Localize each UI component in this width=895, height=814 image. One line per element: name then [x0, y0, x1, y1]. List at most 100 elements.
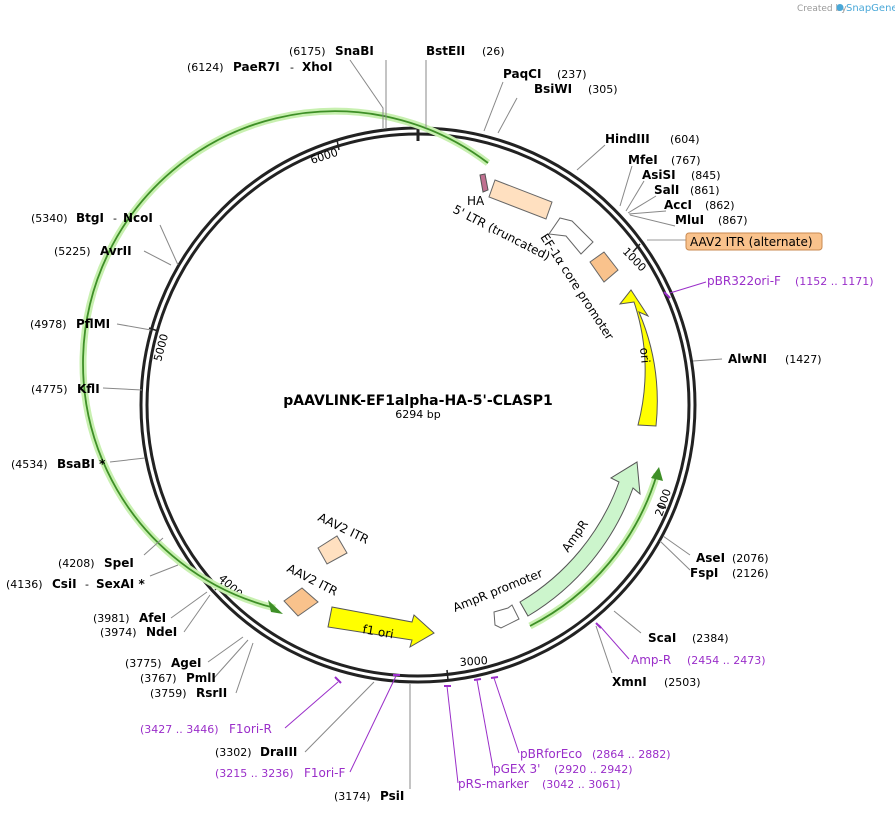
feature-5-ltr-truncated[interactable]	[488, 179, 553, 220]
primer-range: (1152 .. 1171)	[795, 275, 874, 288]
site-pos: (862)	[705, 199, 735, 212]
feature-ef1a-promoter[interactable]	[548, 217, 594, 255]
tick-label-3000: 3000	[459, 654, 488, 669]
site-psii[interactable]: (3174) PsiI	[334, 789, 404, 803]
primer-range: (2454 .. 2473)	[687, 654, 766, 667]
site-name: DraIII	[260, 745, 297, 759]
primer-name: F1ori-F	[304, 766, 345, 780]
site-snabi[interactable]: (6175) SnaBI	[289, 44, 374, 58]
tick-mark	[336, 139, 340, 151]
site-bsteii[interactable]: BstEII (26)	[426, 44, 505, 58]
site-hindiii[interactable]: HindIII (604)	[605, 132, 700, 146]
primer-range: (3042 .. 3061)	[542, 778, 621, 791]
site-ndei[interactable]: (3974) NdeI	[100, 625, 177, 639]
snapgene-brand: SnapGene	[846, 3, 895, 14]
site-name: PaqCI	[503, 67, 541, 81]
site-alwni[interactable]: AlwNI (1427)	[728, 352, 822, 366]
site-name: SnaBI	[335, 44, 374, 58]
primer-range: (2864 .. 2882)	[592, 748, 671, 761]
feature-label-f1-ori: f1 ori	[361, 622, 394, 641]
feature-ori[interactable]	[618, 289, 658, 427]
site-pos: (26)	[482, 45, 505, 58]
site-name: ScaI	[648, 631, 676, 645]
primer-pgex3[interactable]: pGEX 3' (2920 .. 2942)	[493, 762, 633, 776]
primer-amp-r[interactable]: Amp-R (2454 .. 2473)	[631, 653, 766, 667]
orf-arc-small	[528, 467, 663, 630]
site-pmli[interactable]: (3767) PmlI	[140, 671, 216, 685]
site-pos: (4978)	[30, 318, 67, 331]
site-scai[interactable]: ScaI (2384)	[648, 631, 729, 645]
primer-name: Amp-R	[631, 653, 671, 667]
site-name: PflMI	[76, 317, 110, 331]
site-pos: (2384)	[692, 632, 729, 645]
feature-ha[interactable]	[479, 173, 489, 193]
primer-name: pBR322ori-F	[707, 274, 781, 288]
primer-pbrforeco[interactable]: pBRforEco (2864 .. 2882)	[520, 747, 671, 761]
feature-ampr[interactable]	[519, 461, 641, 617]
site-asisi[interactable]: AsiSI (845)	[642, 168, 721, 182]
feature-label-ha: HA	[467, 194, 485, 208]
site-pos: (845)	[691, 169, 721, 182]
site-pos: (5340)	[31, 212, 68, 225]
site-pflmi[interactable]: (4978) PflMI	[30, 317, 110, 331]
site-name: AfeI	[139, 611, 166, 625]
site-pos: (2503)	[664, 676, 701, 689]
site-mlui[interactable]: MluI (867)	[675, 213, 748, 227]
site-draiii[interactable]: (3302) DraIII	[215, 745, 297, 759]
site-btgi-ncoi[interactable]: (5340) BtgI - NcoI	[31, 211, 153, 225]
site-mfei[interactable]: MfeI (767)	[628, 153, 701, 167]
feature-label-aav2-itr-alternate: AAV2 ITR (alternate)	[690, 235, 813, 249]
site-sali[interactable]: SalI (861)	[654, 183, 720, 197]
site-pos: (767)	[671, 154, 701, 167]
site-bsiwi[interactable]: BsiWI (305)	[534, 82, 618, 96]
site-kfli[interactable]: (4775) KflI	[31, 382, 100, 396]
site-name: BtgI	[76, 211, 104, 225]
site-pos: (3302)	[215, 746, 252, 759]
tick-mark	[148, 327, 159, 332]
site-rsrii[interactable]: (3759) RsrII	[150, 686, 227, 700]
site-asei[interactable]: AseI (2076)	[696, 551, 769, 565]
plasmid-size: 6294 bp	[395, 408, 440, 421]
feature-ampr-promoter[interactable]	[493, 604, 520, 629]
primer-f1ori-f[interactable]: (3215 .. 3236) F1ori-F	[215, 766, 345, 780]
site-pos: (4208)	[58, 557, 95, 570]
site-name: KflI	[77, 382, 100, 396]
site-name: HindIII	[605, 132, 650, 146]
feature-f1-ori[interactable]	[327, 606, 435, 649]
feature-label-aav2-itr-lower: AAV2 ITR	[285, 561, 340, 598]
feature-aav2-itr-upper[interactable]	[317, 535, 348, 565]
site-pos: (237)	[557, 68, 587, 81]
primer-f1ori-r[interactable]: (3427 .. 3446) F1ori-R	[140, 722, 272, 736]
site-pos: (3981)	[93, 612, 130, 625]
primer-range: (2920 .. 2942)	[554, 763, 633, 776]
feature-label-ori: ori	[637, 347, 653, 364]
site-fspi[interactable]: FspI (2126)	[690, 566, 769, 580]
feature-aav2-itr-alternate[interactable]: AAV2 ITR (alternate)	[647, 232, 823, 251]
site-paqci[interactable]: PaqCI (237)	[503, 67, 587, 81]
site-csii-sexai[interactable]: (4136) CsiI - SexAI *	[6, 577, 145, 591]
site-paer7i-xhoi[interactable]: (6124) PaeR7I - XhoI	[187, 60, 333, 74]
primer-pbr322ori-f[interactable]: pBR322ori-F (1152 .. 1171)	[707, 274, 874, 288]
site-separator: -	[85, 578, 89, 591]
site-name: CsiI	[52, 577, 77, 591]
feature-aav2-itr-top-right[interactable]	[589, 251, 619, 283]
site-spei[interactable]: (4208) SpeI	[58, 556, 134, 570]
site-xmni[interactable]: XmnI (2503)	[612, 675, 701, 689]
site-acci[interactable]: AccI (862)	[664, 198, 735, 212]
site-name: BsiWI	[534, 82, 572, 96]
site-name: FspI	[690, 566, 718, 580]
site-pos: (3174)	[334, 790, 371, 803]
site-name: AccI	[664, 198, 692, 212]
site-afei[interactable]: (3981) AfeI	[93, 611, 166, 625]
site-agei[interactable]: (3775) AgeI	[125, 656, 201, 670]
site-avrii[interactable]: (5225) AvrII	[54, 244, 132, 258]
primer-range: (3215 .. 3236)	[215, 767, 294, 780]
feature-aav2-itr-lower[interactable]	[283, 587, 319, 617]
site-pos: (3775)	[125, 657, 162, 670]
site-bsabi[interactable]: (4534) BsaBI *	[11, 457, 106, 471]
site-name: XmnI	[612, 675, 647, 689]
tick-mark	[632, 243, 641, 253]
primer-prs-marker[interactable]: pRS-marker (3042 .. 3061)	[458, 777, 621, 791]
